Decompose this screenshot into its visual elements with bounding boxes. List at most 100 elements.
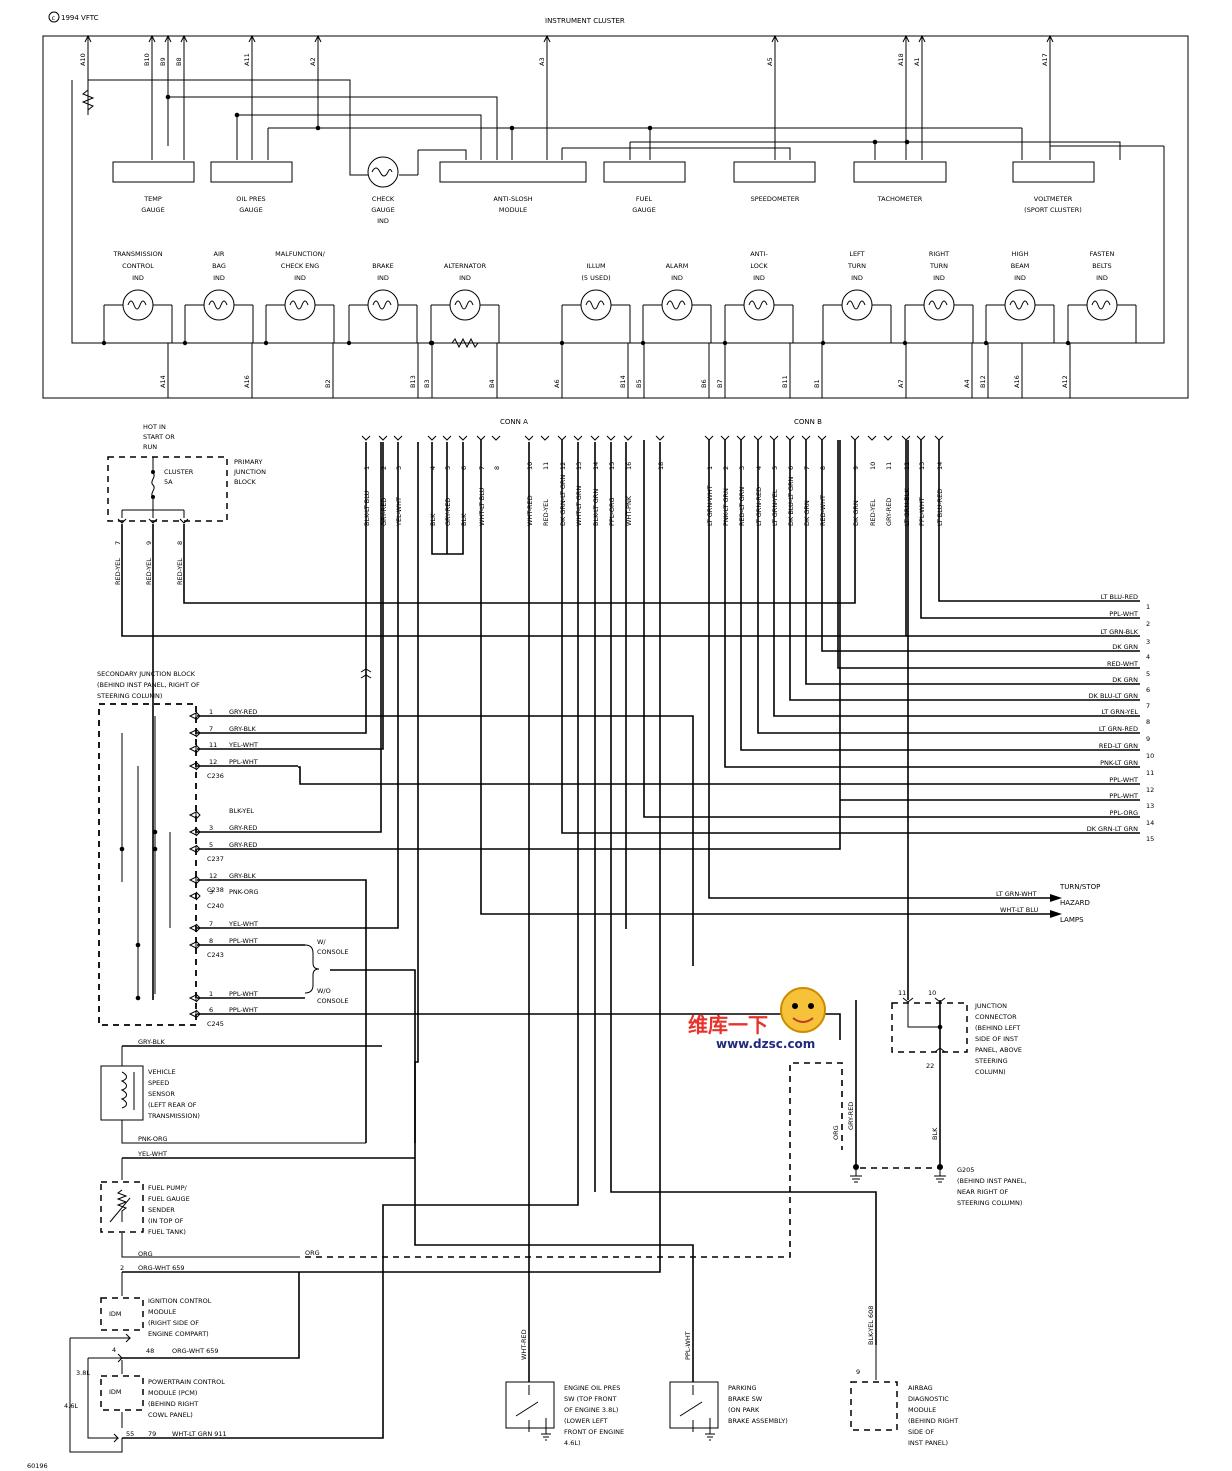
fuel-out-wire: ORG: [138, 1250, 153, 1258]
conn-pin-arrow: [427, 435, 437, 441]
top-pin-label: A11: [243, 53, 251, 66]
conn-pin-number: 11: [885, 462, 893, 470]
pcm-pin48: 48: [146, 1347, 154, 1355]
conn-pin-number: 4: [755, 466, 763, 470]
pcm-pin79: 79: [148, 1430, 156, 1438]
conn-pin-number: 18: [657, 462, 665, 470]
indicator-label: IND: [933, 274, 945, 282]
indicator-label: RIGHT: [929, 250, 949, 258]
sjb-row-number: 12: [209, 872, 217, 880]
indicator-label: IND: [377, 274, 389, 282]
indicator-lamp: [559, 289, 631, 346]
gauge-label: SPEEDOMETER: [751, 195, 800, 203]
sjb-row-arrow: [195, 827, 201, 837]
indicator-label: BEAM: [1011, 262, 1030, 270]
vss-label4: (LEFT REAR OF: [148, 1101, 197, 1109]
airbag-wire: BLK-YEL 608: [867, 1306, 875, 1345]
right-output-wire: DK GRN-LT GRN: [1087, 825, 1138, 833]
top-pin-label: A17: [1041, 53, 1049, 66]
conn-pin-arrow: [850, 435, 860, 441]
airbag-label3: MODULE: [908, 1406, 936, 1414]
conn-pin-arrow: [524, 435, 534, 441]
conn-pin-wire: WHT-LT BLU: [478, 487, 486, 526]
gauge-label: MODULE: [499, 206, 527, 214]
right-output-wire: PPL-WHT: [1109, 610, 1138, 618]
conn-pin-number: 14: [592, 462, 600, 470]
right-output-number: 3: [1146, 638, 1150, 646]
bottom-pin-label: A16: [243, 375, 251, 388]
top-pin-label: A5: [766, 57, 774, 66]
airbag-diagnostic-module: BLK-YEL 608 9 AIRBAG DIAGNOSTIC MODULE (…: [850, 1306, 958, 1447]
pjb-output-wire: RED-YEL: [145, 558, 153, 585]
sjb-row-arrow: [195, 940, 201, 950]
sjb-row-pin: [188, 1010, 197, 1018]
sjb-row-wire: BLK-YEL: [229, 807, 254, 815]
indicator-lamp: [902, 289, 974, 346]
gnd-label2: (BEHIND INST PANEL,: [957, 1177, 1026, 1185]
conn-pin-number: 6: [460, 466, 468, 470]
indicator-label: IND: [851, 274, 863, 282]
indicator-lamp: [722, 289, 794, 346]
conn-pin-arrow: [590, 435, 600, 441]
turn-label3: LAMPS: [1060, 916, 1084, 924]
sjb-row-pin: [188, 811, 197, 819]
vss-label2: SPEED: [148, 1079, 169, 1087]
conn-pin-arrow: [655, 435, 665, 441]
pjb-output-number: 7: [114, 541, 122, 545]
top-pin-label: B9: [159, 57, 167, 66]
oil-label6: 4.6L): [564, 1439, 581, 1447]
oil-label4: (LOWER LEFT: [564, 1417, 608, 1425]
right-output-wire: PPL-WHT: [1109, 776, 1138, 784]
sjb-row-pin: [188, 828, 197, 836]
right-output-number: 6: [1146, 686, 1150, 694]
sjb-row-pin: [188, 729, 197, 737]
turn-wire1: LT GRN-WHT: [996, 890, 1037, 898]
bottom-pin-label: B12: [979, 375, 987, 388]
watermark-logo: 维库一下 www.dzsc.com: [688, 987, 826, 1051]
conn-pin-number: 10: [869, 462, 877, 470]
turn-label2: HAZARD: [1060, 899, 1090, 907]
right-output-number: 1: [1146, 603, 1150, 611]
gauge-label: TACHOMETER: [877, 195, 923, 203]
console-wo2: CONSOLE: [317, 997, 349, 1005]
sjb-row-number: 8: [209, 937, 213, 945]
top-pin-arrow: [314, 34, 322, 43]
secondary-junction-block: SECONDARY JUNCTION BLOCK (BEHIND INST PA…: [97, 670, 349, 1028]
turn-wire2: WHT-LT BLU: [1000, 906, 1039, 914]
pcm-box-text: IDM: [109, 1388, 122, 1396]
sjb-row-arrow: [195, 1009, 201, 1019]
harness-wiring: [119, 440, 1140, 1439]
svg-text:c: c: [52, 14, 56, 22]
oil-label2: SW (TOP FRONT: [564, 1395, 616, 1403]
parking-brake-switch: PPL-WHT PARKING BRAKE SW (ON PARK BRAKE …: [669, 1331, 788, 1441]
watermark-brand: 维库一下: [688, 1013, 768, 1037]
conn-pin-number: 13: [918, 462, 926, 470]
sjb-row-connector: C238: [207, 886, 224, 894]
conn-pin-wire: BLK: [460, 513, 468, 526]
pcm-label4: COWL PANEL): [148, 1411, 193, 1419]
hot-line3: RUN: [143, 443, 157, 451]
conn-pin-arrow: [378, 435, 388, 441]
gauge-label: GAUGE: [371, 206, 394, 214]
airbag-label1: AIRBAG: [908, 1384, 933, 1392]
right-output-number: 13: [1146, 802, 1154, 810]
conn-pin-arrow: [867, 435, 877, 441]
indicator-label: TURN: [929, 262, 948, 270]
icm-label1: IGNITION CONTROL: [148, 1297, 212, 1305]
conn-pin-arrow: [442, 435, 452, 441]
tachometer-box: [853, 161, 947, 183]
sjb-label3: STEERING COLUMN): [97, 692, 162, 700]
conn-pin-wire: YEL-WHT: [395, 497, 403, 527]
conn-pin-wire: WHT-RED: [526, 495, 534, 526]
right-output-number: 12: [1146, 786, 1154, 794]
top-pin-label: A1: [913, 57, 921, 66]
sjb-row-wire: GRY-RED: [229, 708, 257, 716]
indicator-labels: TRANSMISSIONCONTROLINDAIRBAGINDMALFUNCTI…: [112, 250, 1114, 282]
conn-pin-arrow: [736, 435, 746, 441]
temp-gauge-box: [112, 161, 195, 183]
right-output-wire: LT GRN-YEL: [1102, 708, 1139, 716]
indicator-label: IND: [213, 274, 225, 282]
conn-pin-number: 16: [625, 462, 633, 470]
oil-wire: WHT-RED: [520, 1329, 528, 1360]
